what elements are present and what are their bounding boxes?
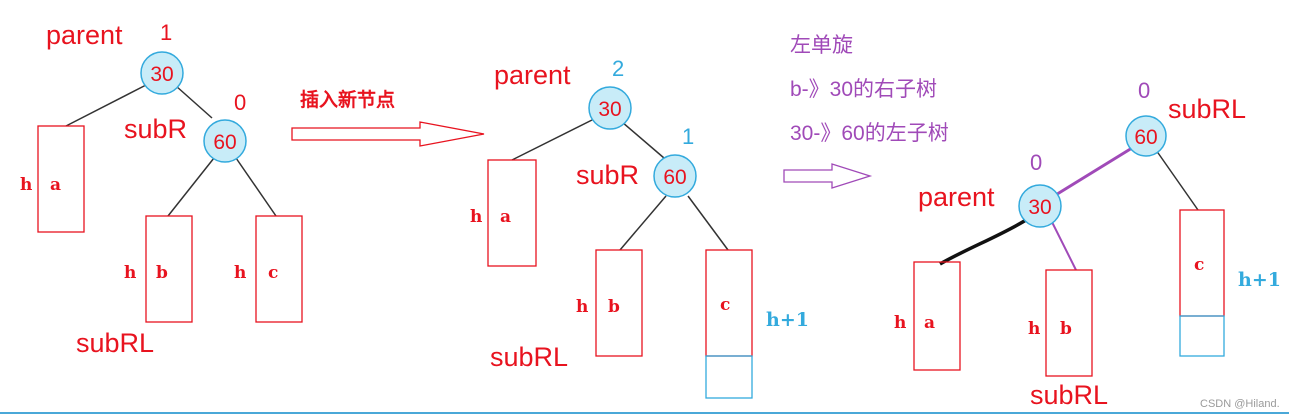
subtree-c-label: c bbox=[720, 295, 730, 315]
subtree-b-label: b bbox=[1060, 319, 1072, 339]
rotation-arrow-shape bbox=[783, 163, 873, 189]
edge-60-c bbox=[687, 195, 729, 251]
subRL-label: subRL bbox=[76, 328, 154, 358]
subtree-b-box bbox=[595, 249, 643, 357]
subtree-a-box bbox=[913, 261, 961, 371]
subtree-b-box bbox=[1045, 269, 1093, 377]
subRL-bottom-label: subRL bbox=[1030, 380, 1108, 410]
node-30-value: 30 bbox=[150, 63, 173, 86]
subtree-b-label: b bbox=[608, 297, 620, 317]
edge-30-60 bbox=[621, 121, 665, 159]
parent-label: parent bbox=[494, 60, 571, 90]
node-30 bbox=[140, 51, 184, 95]
subtree-a-label: a bbox=[924, 313, 935, 333]
parent-balance-factor: 1 bbox=[160, 20, 172, 45]
node-60-balance-factor: 0 bbox=[1138, 78, 1150, 103]
node-30-value: 30 bbox=[1028, 196, 1051, 219]
node-30-value: 30 bbox=[598, 98, 621, 121]
node-30 bbox=[1018, 184, 1062, 228]
subtree-c-box bbox=[255, 215, 303, 323]
edge-60-30 bbox=[1053, 146, 1133, 198]
edge-30-a bbox=[65, 83, 149, 127]
subtree-c-height: h+1 bbox=[1238, 269, 1281, 291]
node-60-value: 60 bbox=[663, 166, 686, 189]
edge-60-b bbox=[619, 195, 667, 251]
subR-balance-factor: 0 bbox=[234, 90, 246, 115]
subtree-c-height: h+1 bbox=[766, 309, 809, 331]
subtree-a-box bbox=[37, 125, 85, 233]
subR-balance-factor: 1 bbox=[682, 124, 694, 149]
new-node-extra-level bbox=[705, 355, 753, 399]
node-60-value: 60 bbox=[213, 131, 236, 154]
subRL-label: subRL bbox=[490, 342, 568, 372]
subtree-b-height: h bbox=[1028, 319, 1040, 339]
edge-30-60 bbox=[175, 85, 213, 119]
step3-after-rotation: 60 30 0 subRL 0 parent h a h b c h+1 sub… bbox=[894, 78, 1281, 410]
subtree-b-box bbox=[145, 215, 193, 323]
edge-60-c bbox=[1155, 149, 1199, 211]
rotation-note: 左单旋 b-》30的右子树 30-》60的左子树 bbox=[783, 34, 949, 189]
node-60 bbox=[1125, 115, 1167, 157]
insert-arrow-shape bbox=[291, 121, 485, 147]
subR-label: subR bbox=[124, 114, 187, 144]
insert-arrow: 插入新节点 bbox=[291, 88, 485, 147]
insert-new-node-label: 插入新节点 bbox=[300, 88, 395, 111]
subRL-top-label: subRL bbox=[1168, 94, 1246, 124]
new-node-extra-level bbox=[1179, 315, 1225, 357]
parent-balance-factor: 2 bbox=[612, 56, 624, 81]
node-60 bbox=[203, 119, 247, 163]
edge-30-a bbox=[511, 117, 597, 161]
subtree-a-label: a bbox=[50, 175, 61, 195]
parent-label: parent bbox=[46, 20, 123, 50]
subtree-a-height: h bbox=[20, 175, 32, 195]
subtree-b-height: h bbox=[576, 297, 588, 317]
rotation-step-2: 30-》60的左子树 bbox=[790, 122, 949, 145]
subtree-a-box bbox=[487, 159, 537, 267]
subtree-c-height: h bbox=[234, 263, 246, 283]
subtree-b-label: b bbox=[156, 263, 168, 283]
subtree-c-label: c bbox=[1194, 255, 1204, 275]
node-60 bbox=[653, 154, 697, 198]
edge-30-b bbox=[1051, 221, 1077, 271]
step1-before-insert: 30 60 parent 1 subR 0 h a h b h c subRL bbox=[20, 20, 303, 358]
step2-after-insert: 30 60 parent 2 subR 1 h a h b c h+1 subR… bbox=[470, 56, 809, 399]
subtree-a-height: h bbox=[470, 207, 482, 227]
subtree-b-height: h bbox=[124, 263, 136, 283]
edge-30-a bbox=[939, 218, 1027, 266]
subR-label: subR bbox=[576, 160, 639, 190]
rotation-step-1: b-》30的右子树 bbox=[790, 78, 937, 101]
subtree-a-height: h bbox=[894, 313, 906, 333]
rotation-title: 左单旋 bbox=[790, 34, 853, 57]
watermark: CSDN @Hiland. bbox=[1200, 398, 1280, 410]
subtree-a-label: a bbox=[500, 207, 511, 227]
node-60-value: 60 bbox=[1134, 126, 1157, 149]
edge-60-b bbox=[167, 157, 215, 217]
node-30 bbox=[588, 86, 632, 130]
parent-balance-factor: 0 bbox=[1030, 150, 1042, 175]
parent-label: parent bbox=[918, 182, 995, 212]
subtree-c-label: c bbox=[268, 263, 278, 283]
edge-60-c bbox=[235, 157, 277, 217]
